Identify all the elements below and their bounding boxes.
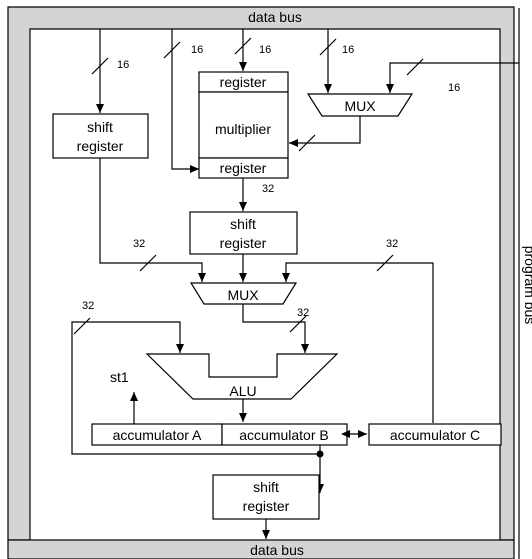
width-16-a: 16 [191, 44, 203, 56]
alu-label: ALU [229, 383, 256, 399]
slash-32-left [139, 254, 157, 272]
shift-register-left-line2: register [77, 138, 124, 154]
register-bottom-label: register [220, 160, 267, 176]
mux-top [306, 93, 414, 117]
slash-16-a [163, 41, 181, 59]
multiplier-label: multiplier [215, 121, 271, 137]
shift-register-middle [189, 211, 298, 255]
slash-32-feedback [73, 317, 91, 335]
accumulator-a-label: accumulator A [113, 427, 202, 443]
register-top-label: register [220, 74, 267, 90]
accumulator-c [368, 423, 502, 446]
mux-top-label: MUX [344, 98, 376, 114]
alu [145, 353, 339, 400]
width-32-mult: 32 [262, 183, 274, 195]
slash-16-b [234, 37, 252, 55]
data-bus-bottom [7, 539, 515, 559]
shift-register-middle-line1: shift [230, 216, 256, 232]
shift-register-bottom-box [212, 474, 320, 520]
mux-middle-label: MUX [227, 287, 259, 303]
width-16-b: 16 [259, 44, 271, 56]
slash-32-mux-out [289, 315, 307, 333]
width-16-right: 16 [448, 82, 460, 94]
width-16-left: 16 [117, 59, 129, 71]
wire-feedback-to-alu [71, 321, 320, 455]
shift-register-left [52, 113, 149, 159]
wire-shift-left-to-mux-middle [99, 158, 206, 282]
slash-32-right [376, 254, 394, 272]
shift-register-bottom-line2: register [243, 498, 290, 514]
wire-mux-top-to-multiplier [289, 116, 361, 147]
slash-16-right [406, 58, 424, 76]
width-16-c: 16 [342, 44, 354, 56]
mux-middle [189, 282, 298, 305]
data-bus-bottom-label: data bus [250, 542, 304, 558]
st1-label: st1 [110, 369, 129, 385]
slash-mux-top-out [298, 134, 316, 152]
wire-mux-middle-to-alu [242, 304, 309, 353]
width-32-feedback: 32 [82, 300, 94, 312]
width-32-acc-c: 32 [386, 238, 398, 250]
width-32-shift-out: 32 [133, 238, 145, 250]
junction-dot [316, 450, 324, 458]
shift-register-bottom-line1: shift [253, 479, 279, 495]
wire-program-bus-to-mux-top [386, 62, 519, 93]
wire-bus-to-register-bottom [171, 29, 199, 173]
accumulator-c-label: accumulator C [390, 427, 480, 443]
program-bus-label: program bus [522, 246, 532, 325]
width-32-mux-out: 32 [297, 307, 309, 319]
slash-16-left [91, 57, 109, 75]
accumulator-b-label: accumulator B [239, 427, 328, 443]
data-bus-top-label: data bus [248, 9, 302, 25]
shift-register-left-line1: shift [87, 119, 113, 135]
slash-16-c [319, 38, 337, 56]
wire-acc-c-to-mux-middle [282, 262, 434, 423]
shift-register-middle-line2: register [220, 235, 267, 251]
